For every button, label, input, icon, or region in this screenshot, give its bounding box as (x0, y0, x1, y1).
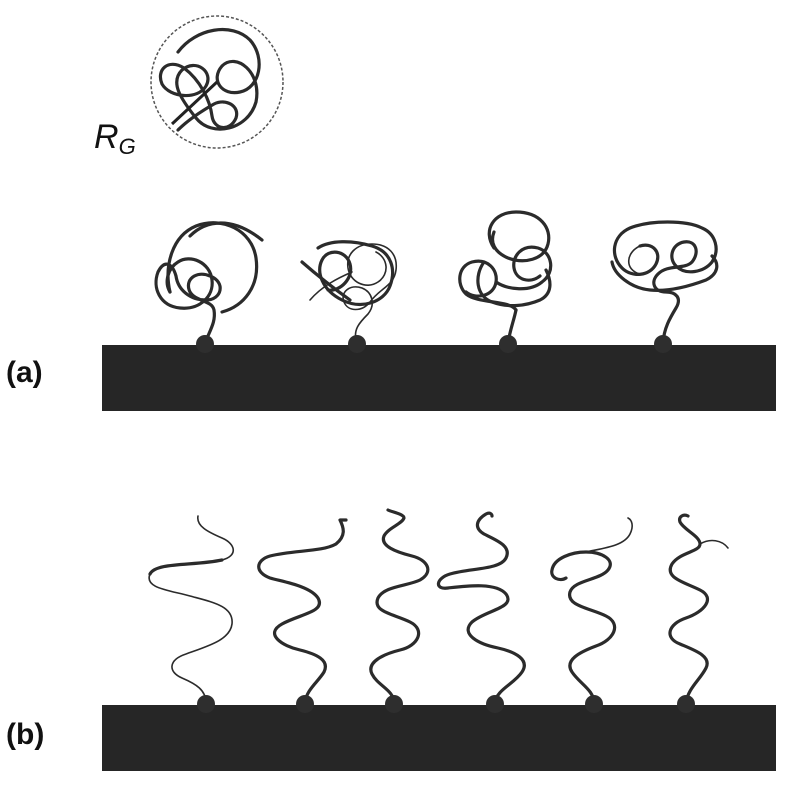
brush-chain-3 (369, 508, 430, 713)
rg-radius-line (170, 80, 219, 126)
substrate-b (102, 705, 776, 771)
anchor-point (197, 695, 215, 713)
anchor-point (196, 335, 214, 353)
rg-subscript: G (118, 134, 136, 159)
mushroom-chain-1 (154, 221, 264, 353)
anchor-point (677, 695, 695, 713)
rg-legend-chain (158, 27, 261, 132)
rg-legend-coil (150, 15, 284, 149)
brush-chain-1 (148, 515, 235, 713)
anchor-point (585, 695, 603, 713)
mushroom-chain-3 (458, 210, 553, 353)
anchor-point (499, 335, 517, 353)
panel-a (102, 210, 776, 411)
panel-a-label-text: (a) (6, 356, 43, 389)
mushroom-chain-4 (610, 220, 719, 353)
rg-sphere (150, 15, 284, 149)
anchor-point (654, 335, 672, 353)
anchor-point (385, 695, 403, 713)
anchor-point (296, 695, 314, 713)
radius-of-gyration-label: RG (94, 118, 136, 160)
anchor-point (486, 695, 504, 713)
panel-b-label-text: (b) (6, 718, 45, 751)
panel-b-label: (b) (6, 718, 44, 752)
mushroom-chain-2 (300, 240, 397, 353)
rg-symbol: R (94, 118, 119, 156)
substrate-a (102, 345, 776, 411)
brush-chain-5 (550, 517, 633, 713)
brush-chain-2 (257, 518, 348, 713)
panel-a-label: (a) (6, 356, 43, 390)
brush-chain-4 (436, 511, 526, 713)
brush-chain-6 (668, 513, 729, 713)
panel-b (102, 508, 776, 771)
anchor-point (348, 335, 366, 353)
